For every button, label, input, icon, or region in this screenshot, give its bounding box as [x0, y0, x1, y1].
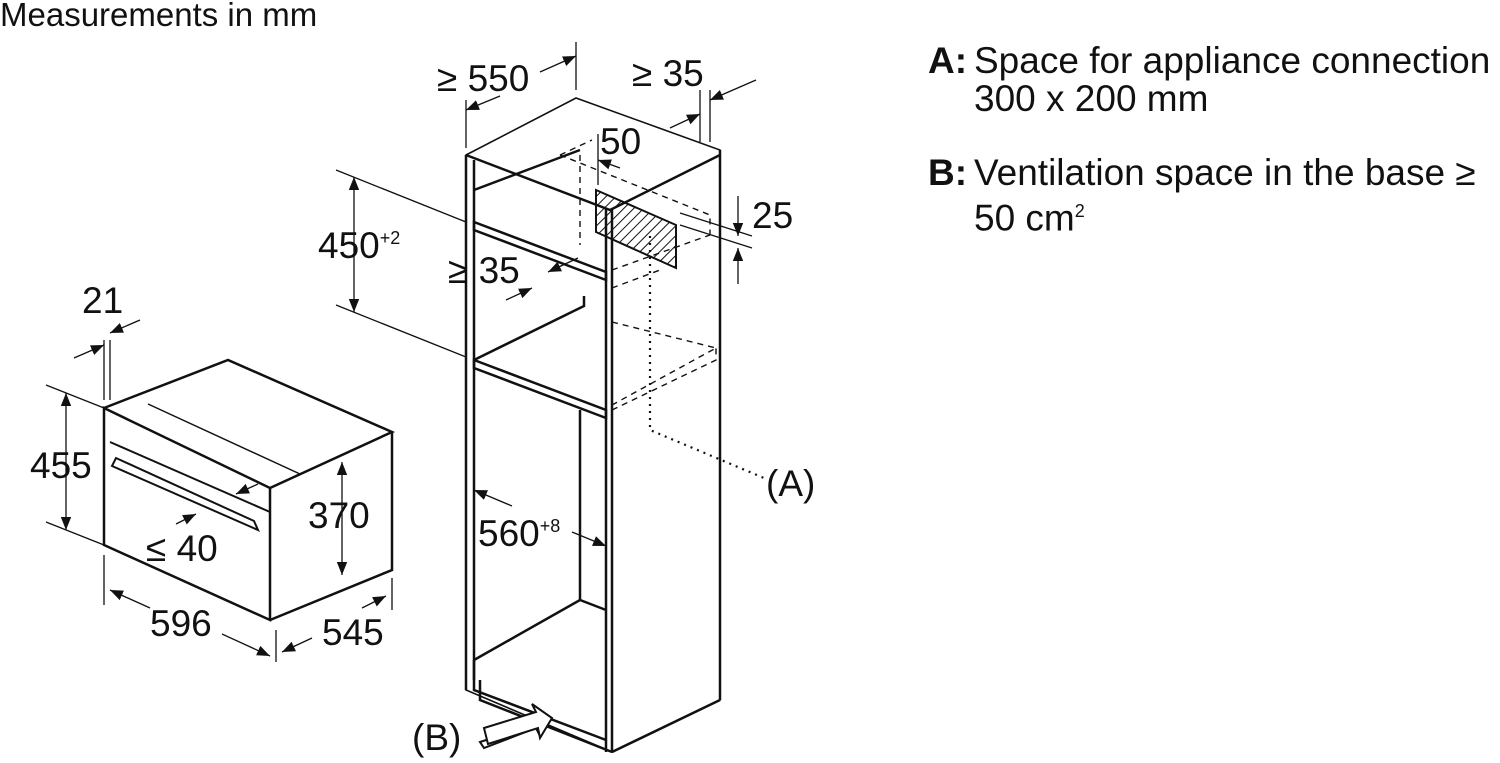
appliance-connection-opening [595, 188, 677, 270]
oven-handle [110, 456, 260, 532]
label-a-leader [648, 236, 765, 480]
oven-dimensions [45, 319, 393, 662]
cabinet-hidden-lines [559, 139, 718, 411]
legend-a-line1: Space for appliance connection [974, 40, 1491, 81]
niche-height-value: 450 [318, 225, 380, 266]
legend-b-key: B: [928, 152, 968, 193]
oven-handle-clearance-label: ≤ 40 [146, 528, 218, 569]
cabinet-drawing [464, 97, 722, 754]
legend-a-line2: 300 x 200 mm [974, 78, 1209, 119]
label-a: (A) [766, 463, 815, 504]
label-b-text: (B) [412, 717, 461, 758]
legend-b: B:Ventilation space in the base ≥ 50 cm2 [928, 154, 1476, 237]
oven-width-label: 596 [150, 603, 212, 644]
page-title: Measurements in mm [0, 0, 318, 33]
cabinet-top [465, 153, 721, 212]
legend-a-key: A: [928, 40, 968, 81]
niche-width-value: 560 [478, 513, 540, 554]
oven-front [102, 406, 272, 622]
cabinet-shelf-gap-label: ≥ 35 [448, 250, 520, 291]
upper-shelf [472, 220, 608, 282]
oven-panel-depth-label: 21 [82, 280, 123, 321]
oven-control-panel-line [109, 441, 271, 513]
niche-height-tolerance: +2 [380, 228, 401, 248]
oven-depth-label: 545 [322, 612, 384, 653]
oven-top [103, 358, 396, 490]
oven-shelf [472, 358, 608, 420]
niche-width-tolerance: +8 [540, 516, 561, 536]
cabinet-dimensions [335, 42, 757, 547]
oven-side [269, 432, 394, 622]
cabinet-depth-label: ≥ 550 [437, 58, 529, 99]
legend-a: A:Space for appliance connection 300 x 2… [928, 42, 1490, 118]
oven-drawing [102, 358, 396, 622]
oven-height-label: 455 [30, 445, 92, 486]
label-b: (B) [412, 717, 461, 758]
cabinet-opening-top-label: 50 [600, 121, 641, 162]
oven-cavity-height-label: 370 [308, 495, 370, 536]
legend-b-line2-main: 50 cm [974, 197, 1075, 239]
cabinet-niche-width-label: 560+8 [478, 513, 560, 554]
cabinet-opening-edge-label: 25 [752, 195, 793, 236]
legend-b-line1: Ventilation space in the base ≥ [974, 152, 1476, 193]
cabinet-rear-gap-label: ≥ 35 [632, 53, 704, 94]
legend-b-line2-sup: 2 [1074, 201, 1085, 221]
label-a-text: (A) [766, 463, 815, 504]
cabinet-niche-height-label: 450+2 [318, 225, 400, 266]
legend-b-line2: 50 cm2 [928, 192, 1476, 237]
